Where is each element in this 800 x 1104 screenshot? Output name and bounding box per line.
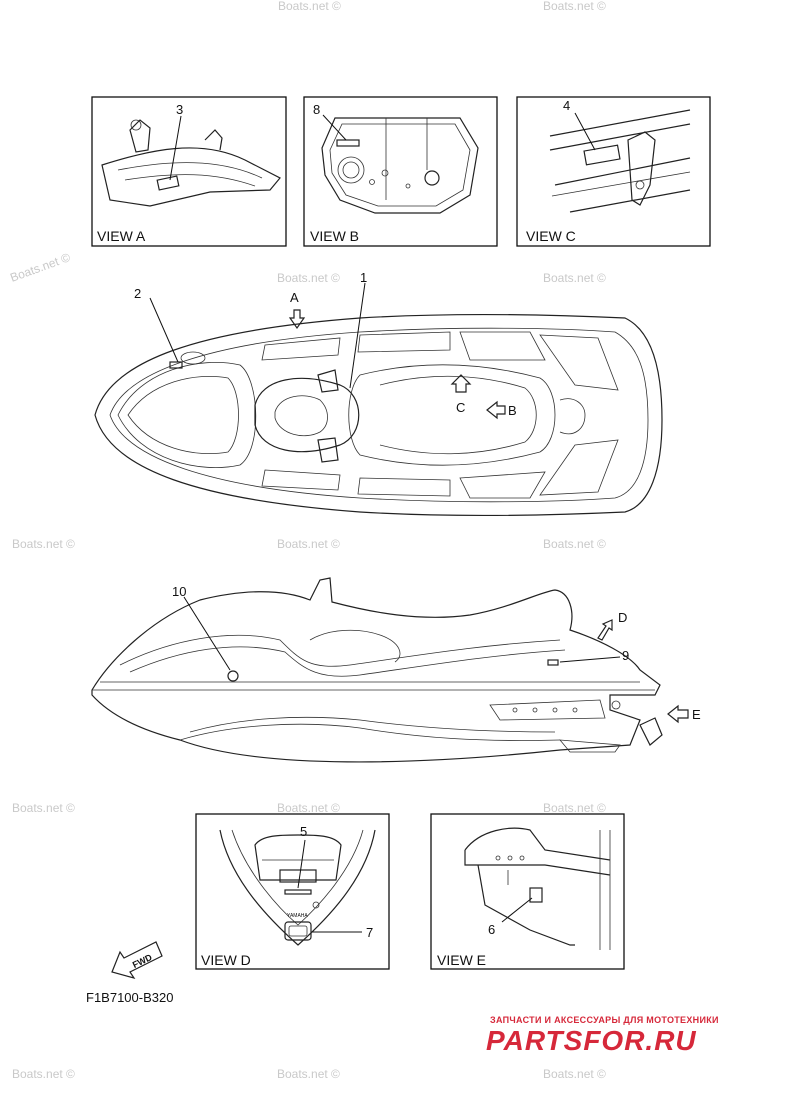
callout-4: 4: [563, 98, 570, 113]
arrow-a-label: A: [290, 290, 299, 305]
logo-tagline: ЗАПЧАСТИ И АКСЕССУАРЫ ДЛЯ МОТОТЕХНИКИ: [490, 1015, 719, 1025]
watermark: Boats.net ©: [543, 271, 606, 285]
watermark: Boats.net ©: [277, 801, 340, 815]
watermark: Boats.net ©: [278, 0, 341, 13]
watermark: Boats.net ©: [543, 1067, 606, 1081]
callout-6: 6: [488, 922, 495, 937]
callout-5: 5: [300, 824, 307, 839]
arrow-d-label: D: [618, 610, 627, 625]
callout-3: 3: [176, 102, 183, 117]
view-c-panel: 4 VIEW C: [516, 96, 711, 247]
watermark: Boats.net ©: [12, 1067, 75, 1081]
watermark: Boats.net ©: [12, 537, 75, 551]
view-a-label: VIEW A: [97, 228, 146, 244]
view-b-panel: 8 VIEW B: [303, 96, 498, 247]
watermark: Boats.net ©: [543, 0, 606, 13]
callout-8: 8: [313, 102, 320, 117]
watermark: Boats.net ©: [8, 250, 72, 285]
callout-9: 9: [622, 648, 629, 663]
watermark: Boats.net ©: [277, 1067, 340, 1081]
view-c-label: VIEW C: [526, 228, 576, 244]
logo-name: PARTSFOR.RU: [486, 1025, 697, 1056]
callout-10: 10: [172, 584, 186, 599]
side-view: 10 9 D E: [91, 577, 701, 763]
watermark: Boats.net ©: [277, 537, 340, 551]
arrow-e-label: E: [692, 707, 701, 722]
view-d-panel: YAMAHA 5 7 VIEW D: [195, 813, 390, 970]
view-b-label: VIEW B: [310, 228, 359, 244]
fwd-arrow: FWD: [111, 941, 163, 980]
yamaha-badge: YAMAHA: [287, 913, 308, 919]
callout-1: 1: [360, 270, 367, 285]
arrow-b-label: B: [508, 403, 517, 418]
part-code: F1B7100-B320: [86, 990, 173, 1005]
top-view: 2 1 A C B: [94, 270, 663, 517]
view-a-panel: 3 VIEW A: [91, 96, 287, 247]
callout-2: 2: [134, 286, 141, 301]
fwd-label: FWD: [131, 952, 154, 970]
view-e-panel: 6 VIEW E: [430, 813, 625, 970]
watermark: Boats.net ©: [543, 537, 606, 551]
arrow-c-label: C: [456, 400, 465, 415]
view-e-label: VIEW E: [437, 952, 486, 968]
watermark: Boats.net ©: [277, 271, 340, 285]
watermark: Boats.net ©: [12, 801, 75, 815]
callout-7: 7: [366, 925, 373, 940]
partsfor-logo: ЗАПЧАСТИ И АКСЕССУАРЫ ДЛЯ МОТОТЕХНИКИ PA…: [486, 1015, 719, 1056]
view-d-label: VIEW D: [201, 952, 251, 968]
watermark: Boats.net ©: [543, 801, 606, 815]
